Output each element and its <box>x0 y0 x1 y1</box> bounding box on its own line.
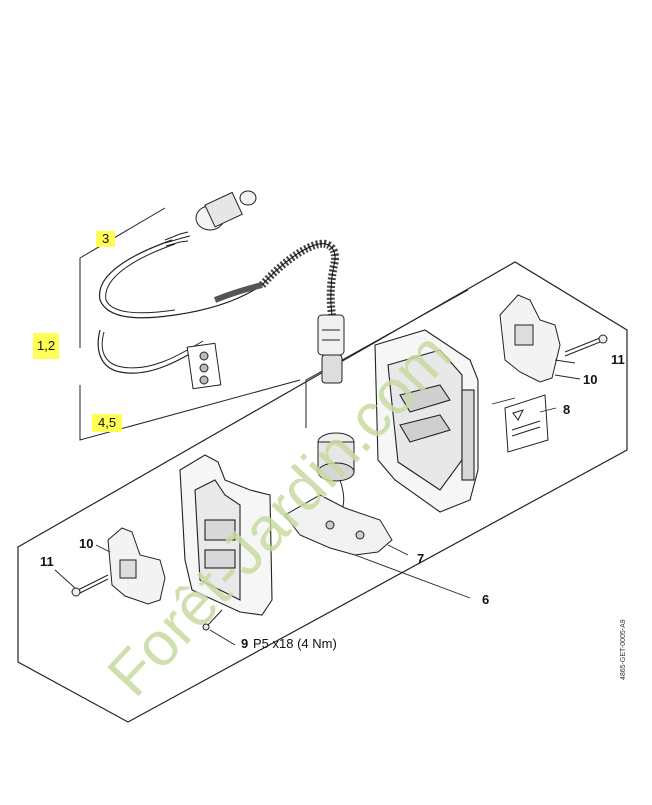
bracket-3 <box>79 207 166 348</box>
wire-ends <box>164 231 191 247</box>
socket-holder <box>317 432 355 516</box>
plate-part-7 <box>284 494 393 556</box>
assembly-frame <box>17 261 628 723</box>
callout-10-right: 10 <box>583 372 598 387</box>
plug-connector <box>195 190 257 231</box>
callout-6: 6 <box>482 592 490 607</box>
callout-9-spec: P5 x18 (4 Nm) <box>253 636 337 651</box>
callout-11-left: 11 <box>40 554 54 569</box>
bracket-part-10-left <box>107 527 166 605</box>
holster-body <box>374 329 479 513</box>
callout-9: 9 <box>241 636 249 651</box>
bracket-45 <box>79 379 301 441</box>
screw-part-9 <box>202 609 223 631</box>
cable-assembly <box>97 239 339 374</box>
callout-8: 8 <box>563 402 571 417</box>
subassembly-frame <box>305 289 469 428</box>
callout-1-2: 1,2 <box>33 333 60 359</box>
hose-socket <box>317 314 345 384</box>
screw-part-11-left <box>71 574 109 597</box>
cable-label-tag <box>186 342 222 390</box>
warning-label-part-8 <box>504 394 549 453</box>
document-code: 4865-GET-0005-A9 <box>620 619 627 680</box>
watermark-text: Forêt-Jardin.com <box>95 320 465 710</box>
callout-11-right: 11 <box>611 352 625 367</box>
leader-lines <box>54 359 581 646</box>
callout-3: 3 <box>96 231 116 247</box>
screw-part-11-right <box>564 334 608 357</box>
callout-10-left: 10 <box>79 536 94 551</box>
callout-4-5: 4,5 <box>92 414 123 432</box>
bracket-part-10-right <box>499 294 561 383</box>
watermark: Forêt-Jardin.com <box>95 320 465 710</box>
holster-front <box>179 454 273 616</box>
callout-7: 7 <box>417 551 425 566</box>
